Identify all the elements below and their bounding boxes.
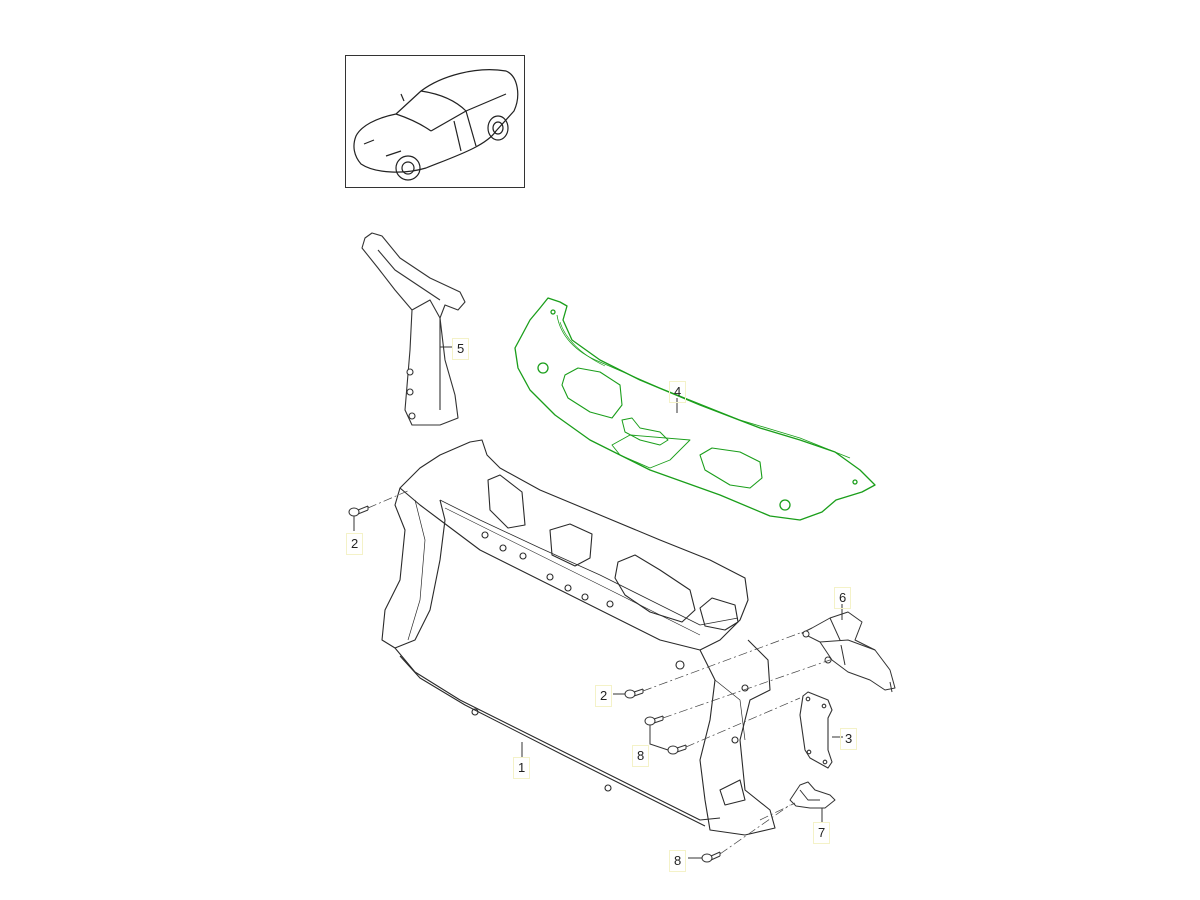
vehicle-thumbnail[interactable] bbox=[345, 55, 525, 188]
callout-4[interactable]: 4 bbox=[669, 381, 687, 403]
screw-8-lower-icon bbox=[701, 851, 721, 863]
callout-5[interactable]: 5 bbox=[452, 338, 470, 360]
assembly-guide-lines bbox=[367, 489, 831, 855]
part-6-mounting-bracket[interactable] bbox=[801, 611, 896, 693]
part-7-lower-bracket[interactable] bbox=[789, 781, 836, 809]
leader-lines bbox=[353, 346, 843, 859]
part-4-upper-trim-panel[interactable] bbox=[514, 297, 876, 521]
part-5-air-guide[interactable] bbox=[361, 232, 466, 426]
callout-8-lower[interactable]: 8 bbox=[669, 850, 687, 872]
screw-8-mid-icon bbox=[667, 744, 687, 755]
callout-2-upper-left[interactable]: 2 bbox=[346, 533, 364, 555]
callout-2-right[interactable]: 2 bbox=[595, 685, 613, 707]
part-3-cover-plate[interactable] bbox=[799, 691, 833, 769]
callout-1[interactable]: 1 bbox=[513, 757, 531, 779]
screw-2-upper-left-icon bbox=[348, 505, 369, 517]
callout-3[interactable]: 3 bbox=[840, 728, 858, 750]
screw-8-upper-icon bbox=[644, 715, 664, 726]
fasteners[interactable] bbox=[348, 505, 721, 863]
screw-2-right-icon bbox=[624, 688, 644, 699]
callout-8-pair[interactable]: 8 bbox=[632, 745, 650, 767]
callout-7[interactable]: 7 bbox=[813, 822, 831, 844]
part-1-front-end-carrier[interactable] bbox=[381, 439, 776, 836]
car-thumbnail-icon bbox=[353, 69, 519, 181]
callout-6[interactable]: 6 bbox=[834, 587, 852, 609]
